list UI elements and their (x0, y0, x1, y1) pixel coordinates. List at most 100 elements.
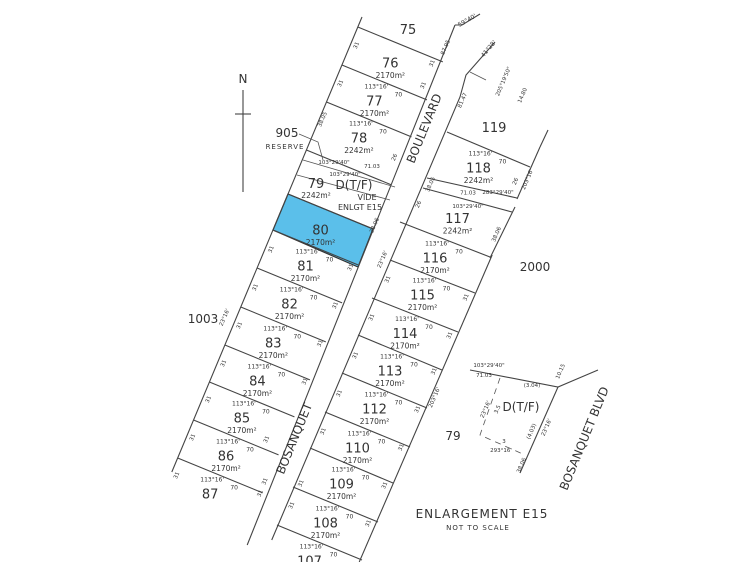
distance-label: 70 (230, 484, 238, 491)
distance-label: 38.06 (516, 457, 528, 474)
lot-divider (371, 297, 459, 333)
bearing-label: 113°16' (349, 120, 373, 127)
lot-area: 2242m² (344, 146, 373, 155)
bearing-label: 113°16' (232, 400, 256, 407)
side-length-label: 31 (205, 395, 213, 404)
lot-number: 82 (281, 297, 298, 312)
bearing-label: 23°16' (219, 308, 232, 327)
lot-number: 108 (313, 517, 338, 532)
side-length-label: 31 (368, 313, 376, 322)
lot-number: 115 (410, 289, 435, 304)
distance-label: 70 (379, 128, 387, 135)
north-arrow-icon (235, 90, 251, 192)
side-length-label: 31 (268, 245, 276, 254)
distance-label: 70 (326, 256, 334, 263)
lot-area: 2170m² (275, 312, 304, 321)
bearing-label: 113°16' (316, 506, 340, 513)
side-length-label: 31 (288, 501, 296, 510)
distance-label: 71.03 (476, 373, 492, 379)
enlargement-dtf-outline (479, 377, 526, 456)
distance-label: 70 (246, 446, 254, 453)
distance-label: 3.5 (494, 404, 503, 415)
lot-number: 86 (218, 449, 235, 464)
bearing-label: 113°16' (395, 316, 419, 323)
side-length-label: 31 (236, 321, 244, 330)
dimension-arrow (469, 71, 487, 81)
reserve-leader (298, 133, 324, 161)
distance-label: 14.80 (517, 87, 529, 104)
right-lots-east-boundary (358, 254, 493, 562)
lot-number: 81 (297, 259, 314, 274)
lot-number: 75 (400, 23, 417, 38)
side-length-label: 31 (347, 263, 355, 272)
side-length-label: 31 (365, 519, 373, 528)
lot-area: 2170m² (420, 266, 449, 275)
lot-number: 77 (366, 94, 383, 109)
side-length-label: 31 (446, 331, 454, 340)
lot-79-divider (302, 159, 396, 188)
distance-label: 70 (499, 159, 507, 166)
lot-area: 2242m² (443, 227, 472, 236)
lot-number: 112 (362, 403, 387, 418)
lot-divider (256, 267, 343, 304)
side-length-label: 31 (220, 359, 228, 368)
lot-area: 2170m² (408, 303, 437, 312)
bearing-label: 113°16' (216, 438, 240, 445)
side-length-label: 31 (261, 477, 269, 486)
bearing-label: 293°16' (490, 448, 512, 454)
lot-area: 2170m² (327, 492, 356, 501)
lot-number: 118 (466, 162, 491, 177)
distance-label: 70 (378, 439, 386, 446)
distance-label: 70 (395, 91, 403, 98)
bearing-label: 113°16' (332, 467, 356, 474)
distance-label: 71.03 (460, 191, 476, 197)
distance-label: 70 (278, 371, 286, 378)
lot-divider (177, 457, 263, 494)
bearing-label: 113°16' (280, 286, 304, 293)
lot-divider (272, 229, 359, 266)
lot-area: 2170m² (360, 109, 389, 118)
north-label: N (239, 72, 248, 86)
lot-divider (287, 193, 374, 230)
enlargement-dtf-label: D(T/F) (503, 400, 540, 414)
lot-area: 2170m² (259, 351, 288, 360)
lot-area: 2242m² (301, 191, 330, 200)
distance-label: 38.06 (491, 226, 503, 243)
lot-number: 119 (482, 121, 507, 136)
lot-area: 2170m² (227, 426, 256, 435)
distance-label: 70 (395, 400, 403, 407)
lot-area: 2170m² (376, 71, 405, 80)
lot-divider (292, 486, 379, 523)
lot-117-east-boundary (489, 206, 516, 259)
distance-label: 3 (502, 439, 506, 445)
distance-label: 81.47 (457, 92, 469, 109)
side-length-label: 31 (317, 339, 325, 348)
side-length-label: 31 (252, 283, 260, 292)
lot-number: 83 (265, 336, 282, 351)
distance-label: 70 (410, 362, 418, 369)
side-length-label: 31 (430, 367, 438, 376)
distance-label: 70 (310, 294, 318, 301)
lot-area: 2170m² (306, 238, 335, 247)
distance-label: 70 (362, 475, 370, 482)
lot-divider (306, 149, 392, 186)
lot-divider (357, 334, 443, 371)
lot-area: 2170m² (291, 274, 320, 283)
lot-number: 79 (308, 177, 325, 192)
side-length-label: 31 (420, 81, 428, 90)
lot-number: 87 (202, 487, 219, 502)
lot-divider (240, 306, 326, 343)
distance-label: 38.06 (369, 217, 381, 234)
lot-divider (209, 381, 295, 418)
lot-divider (389, 259, 476, 294)
lot-79-divider (296, 174, 391, 201)
bearing-label: 203°16' (521, 168, 535, 190)
lot-divider (357, 26, 444, 63)
vide-label: VIDE (357, 193, 376, 202)
lot-number: 78 (351, 131, 368, 146)
distance-label: 71.03 (364, 164, 380, 170)
side-length-label: 31 (352, 351, 360, 360)
side-length-label: 31 (337, 79, 345, 88)
boulevard-west-edge (246, 24, 456, 546)
